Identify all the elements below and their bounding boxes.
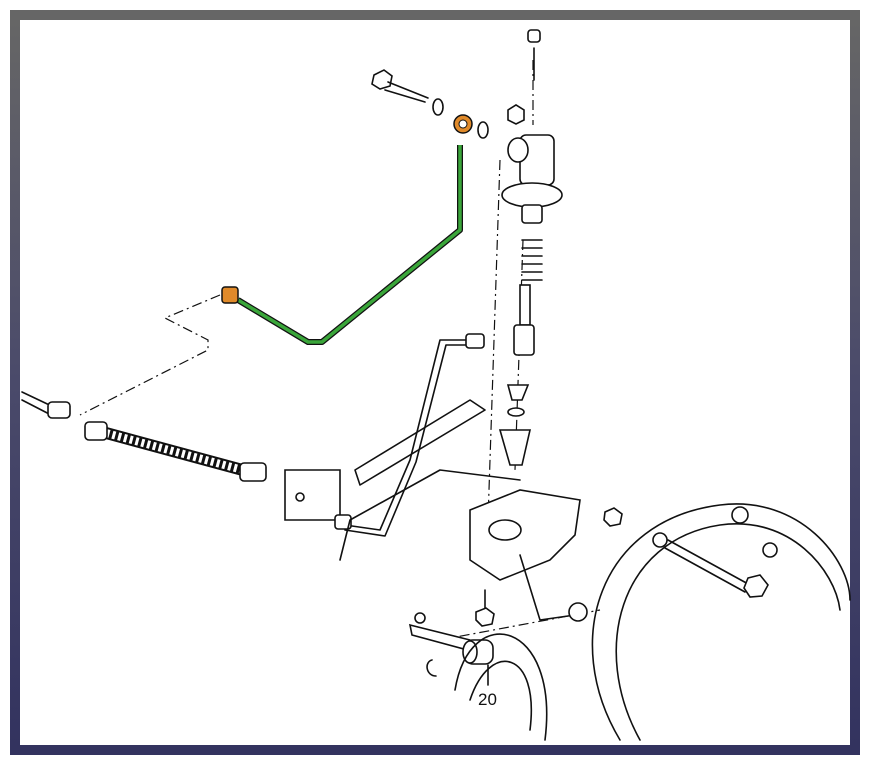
release-fork bbox=[408, 589, 548, 741]
washer bbox=[477, 121, 489, 139]
diagram-frame bbox=[10, 10, 860, 755]
clutch-hose-highlighted bbox=[221, 114, 473, 345]
washer bbox=[432, 98, 444, 116]
callout-number: 20 bbox=[478, 690, 497, 709]
clutch-slave-cylinder bbox=[498, 29, 563, 466]
clutch-pipe-and-bracket bbox=[284, 333, 486, 537]
flexible-hose bbox=[21, 391, 267, 482]
hose-nut-icon bbox=[221, 286, 239, 304]
banjo-bolt bbox=[371, 69, 429, 103]
transmission-housing bbox=[339, 469, 851, 741]
